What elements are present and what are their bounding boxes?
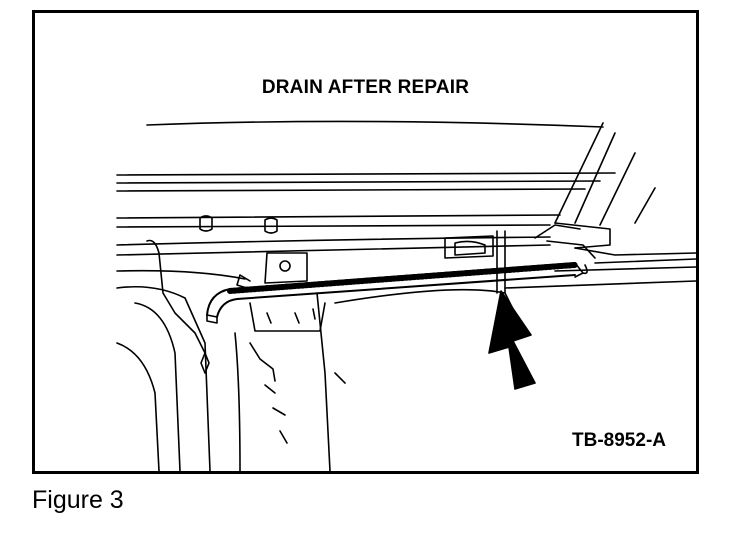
pointer-arrow: [488, 290, 536, 390]
reference-code: TB-8952-A: [572, 430, 666, 451]
drain-illustration: [116, 120, 696, 471]
lower-structure: [116, 239, 516, 471]
mounting-studs: [199, 215, 278, 234]
left-bracket: [236, 252, 326, 332]
drain-hose: [206, 262, 588, 324]
figure-caption: Figure 3: [32, 486, 124, 514]
body-panel-lines: [116, 120, 616, 256]
figure-frame: DRAIN AFTER REPAIR TB-8952-A: [32, 10, 699, 474]
diagram-title: DRAIN AFTER REPAIR: [261, 77, 470, 98]
pillar-structure: [504, 122, 696, 289]
right-bracket: [444, 230, 506, 294]
